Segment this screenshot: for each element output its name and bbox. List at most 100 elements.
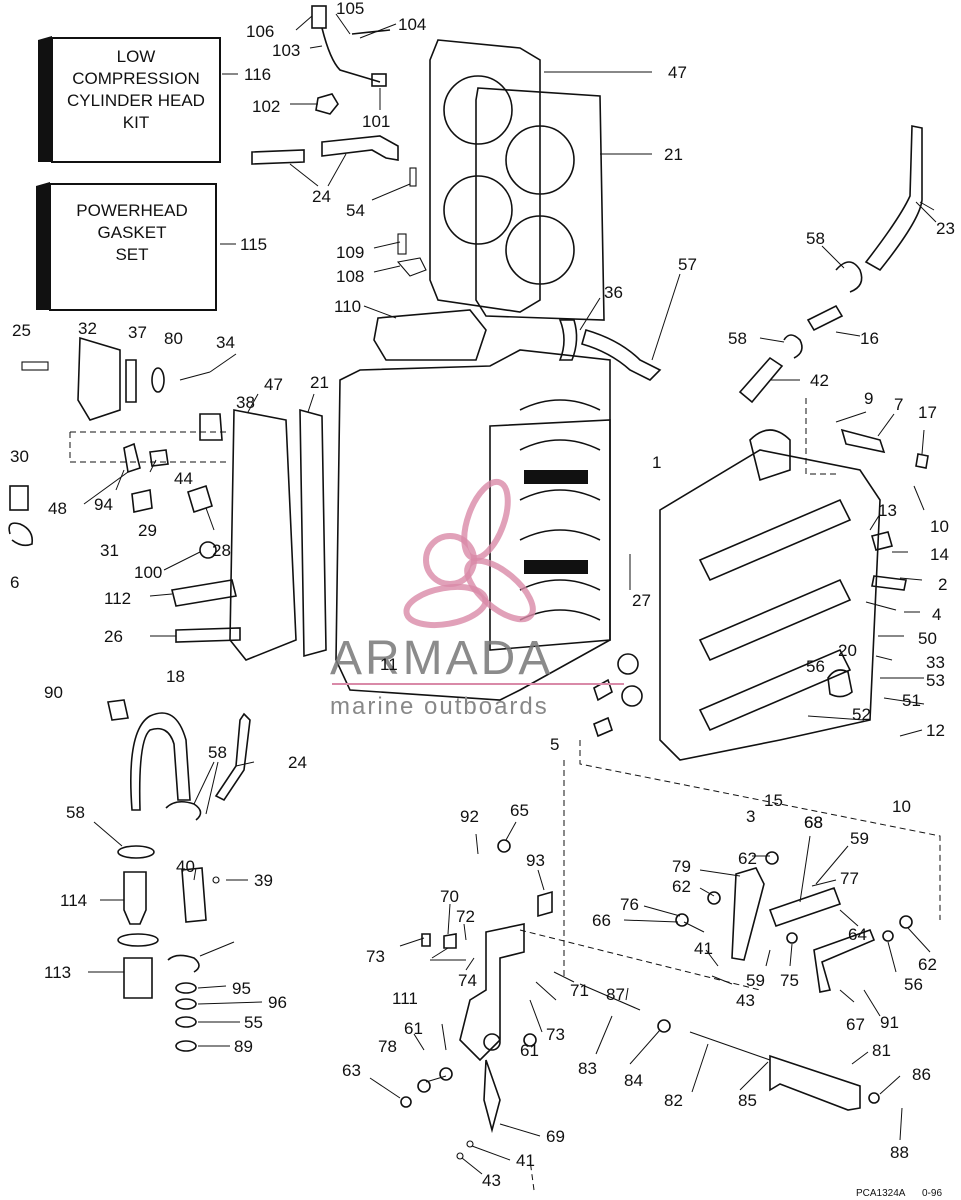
- callout-number: 10: [892, 797, 911, 816]
- watermark-tagline: marine outboards: [330, 693, 549, 720]
- callout-number: 55: [244, 1013, 263, 1032]
- leader-lines: [83, 13, 937, 1175]
- kit-line: GASKET: [98, 223, 167, 242]
- callout-number: 52: [852, 705, 871, 724]
- callout-115: 115: [240, 235, 267, 254]
- callout-number: 91: [880, 1013, 899, 1032]
- callout-number: 61: [404, 1019, 423, 1038]
- callout-number: 17: [918, 403, 937, 422]
- drawing-code: PCA1324A 0-96: [856, 1188, 942, 1199]
- callout-number: 105: [336, 0, 364, 18]
- callout-number: 58: [806, 229, 825, 248]
- callout-number: 69: [546, 1127, 565, 1146]
- callout-number: 6: [10, 573, 19, 592]
- callout-number: 113: [44, 963, 71, 982]
- callout-number: 38: [236, 393, 255, 412]
- dashed-connectors: [69, 398, 941, 1191]
- callout-number: 93: [526, 851, 545, 870]
- callout-number: 71: [570, 981, 589, 1000]
- callout-number: 16: [860, 329, 879, 348]
- callout-number: 50: [918, 629, 937, 648]
- callout-number: 2: [938, 575, 947, 594]
- callout-number: 73: [366, 947, 385, 966]
- callout-number: 11: [380, 655, 398, 674]
- drawing-code-id: PCA1324A: [856, 1188, 906, 1199]
- callout-number: 79: [672, 857, 691, 876]
- callout-number: 18: [166, 667, 185, 686]
- callout-number: 66: [592, 911, 611, 930]
- callout-number: 75: [780, 971, 799, 990]
- callout-number: 20: [838, 641, 857, 660]
- parts-artwork: [8, 5, 929, 1160]
- callout-numbers: 106 105 104 103 102 101 47 21 24 54 23 1…: [10, 0, 955, 1190]
- callout-number: 15: [764, 791, 783, 810]
- callout-number: 96: [268, 993, 287, 1012]
- callout-number: 104: [398, 15, 426, 34]
- callout-number: 62: [672, 877, 691, 896]
- callout-number: 111: [392, 989, 418, 1008]
- callout-number: 36: [604, 283, 623, 302]
- callout-number: 47: [668, 63, 687, 82]
- callout-number: 43: [736, 991, 755, 1010]
- callout-number: 37: [128, 323, 147, 342]
- callout-number: 73: [546, 1025, 565, 1044]
- kit-line: COMPRESSION: [72, 69, 200, 88]
- callout-number: 1: [652, 453, 661, 472]
- callout-number: 65: [510, 801, 529, 820]
- callout-number: 54: [346, 201, 365, 220]
- callout-number: 57: [678, 255, 697, 274]
- callout-number: 90: [44, 683, 63, 702]
- callout-number: 94: [94, 495, 113, 514]
- callout-number: 67: [846, 1015, 865, 1034]
- callout-116: 116: [244, 65, 271, 84]
- callout-number: 3: [746, 807, 755, 826]
- kit-box-gasket-set: POWERHEAD GASKET SET 115: [36, 182, 267, 311]
- callout-number: 56: [806, 657, 825, 676]
- callout-number: 77: [840, 869, 859, 888]
- callout-number: 21: [310, 373, 329, 392]
- callout-number: 112: [104, 589, 131, 608]
- callout-number: 106: [246, 22, 274, 41]
- callout-number: 41: [516, 1151, 535, 1170]
- callout-number: 76: [620, 895, 639, 914]
- callout-number: 83: [578, 1059, 597, 1078]
- callout-number: 7: [894, 395, 903, 414]
- callout-number: 58: [728, 329, 747, 348]
- callout-number: 14: [930, 545, 949, 564]
- callout-number: 26: [104, 627, 123, 646]
- callout-number: 48: [48, 499, 67, 518]
- callout-number: 63: [342, 1061, 361, 1080]
- callout-number: 110: [334, 297, 361, 316]
- callout-number: 72: [456, 907, 475, 926]
- callout-number: 25: [12, 321, 31, 340]
- callout-number: 23: [936, 219, 955, 238]
- callout-number: 28: [212, 541, 231, 560]
- callout-number: 87: [606, 985, 625, 1004]
- callout-number: 58: [208, 743, 227, 762]
- callout-number: 47: [264, 375, 283, 394]
- callout-number: 61: [520, 1041, 539, 1060]
- callout-number: 68: [804, 813, 823, 832]
- callout-number: 95: [232, 979, 251, 998]
- callout-number: 81: [872, 1041, 891, 1060]
- callout-number: 59: [746, 971, 765, 990]
- watermark-brand: ARMADA: [330, 632, 553, 685]
- kit-line: SET: [115, 245, 148, 264]
- callout-number: 68: [804, 813, 823, 832]
- callout-number: 108: [336, 267, 364, 286]
- callout-number: 32: [78, 319, 97, 338]
- callout-number: 84: [624, 1071, 643, 1090]
- callout-number: 30: [10, 447, 29, 466]
- callout-number: 12: [926, 721, 945, 740]
- callout-number: 51: [902, 691, 921, 710]
- callout-number: 21: [664, 145, 683, 164]
- callout-number: 29: [138, 521, 157, 540]
- kit-line: LOW: [117, 47, 156, 66]
- callout-number: 44: [174, 469, 193, 488]
- callout-number: 64: [848, 925, 867, 944]
- drawing-code-date: 0-96: [922, 1188, 942, 1199]
- callout-number: 39: [254, 871, 273, 890]
- callout-number: 42: [810, 371, 829, 390]
- callout-number: 62: [918, 955, 937, 974]
